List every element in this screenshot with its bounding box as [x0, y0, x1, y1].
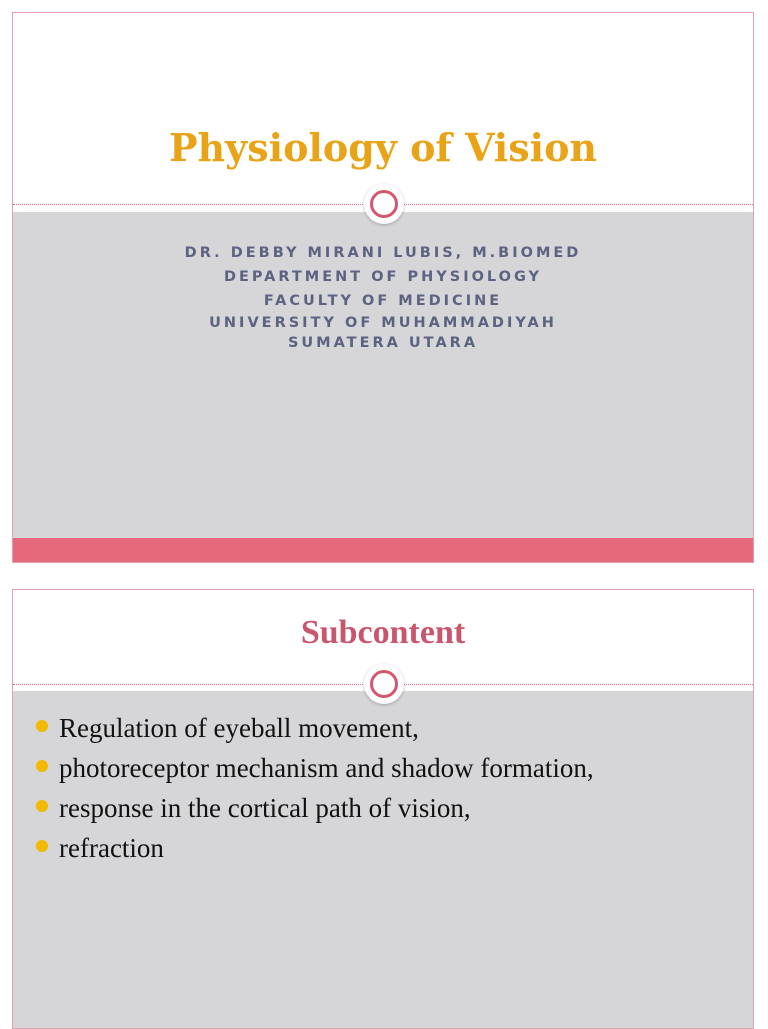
- title-slide: Physiology of Vision DR. DEBBY MIRANI LU…: [12, 12, 754, 563]
- department-name: DEPARTMENT OF PHYSIOLOGY: [223, 269, 543, 285]
- list-item: Regulation of eyeball movement,: [33, 708, 594, 748]
- bullet-text: Regulation of eyeball movement,: [59, 713, 419, 743]
- presentation-title: Physiology of Vision: [168, 125, 598, 170]
- list-item: response in the cortical path of vision,: [33, 788, 594, 828]
- bullet-text: refraction: [59, 833, 164, 863]
- title-slide-body-panel: [13, 212, 753, 538]
- title-slide-header-area: [13, 13, 753, 205]
- ring-ornament-icon: [364, 184, 404, 224]
- ring-ornament-icon: [364, 664, 404, 704]
- bullet-dot-icon: [36, 760, 48, 772]
- footer-accent-band: [13, 538, 753, 562]
- slide-title: Subcontent: [300, 614, 466, 651]
- faculty-name: FACULTY OF MEDICINE: [263, 293, 503, 309]
- university-name-line-1: UNIVERSITY OF MUHAMMADIYAH: [209, 315, 557, 331]
- bullet-dot-icon: [36, 720, 48, 732]
- author-name: DR. DEBBY MIRANI LUBIS, M.BIOMED: [184, 245, 582, 261]
- content-slide-body-panel: [13, 691, 753, 1028]
- content-slide: Subcontent Regulation of eyeball movemen…: [12, 589, 754, 1029]
- university-name-line-2: SUMATERA UTARA: [287, 335, 479, 351]
- bullet-dot-icon: [36, 800, 48, 812]
- author-affiliation-block: DR. DEBBY MIRANI LUBIS, M.BIOMED DEPARTM…: [13, 241, 753, 353]
- bullet-text: photoreceptor mechanism and shadow forma…: [59, 753, 594, 783]
- list-item: photoreceptor mechanism and shadow forma…: [33, 748, 594, 788]
- list-item: refraction: [33, 828, 594, 868]
- bullet-dot-icon: [36, 840, 48, 852]
- bullet-list: Regulation of eyeball movement, photorec…: [33, 708, 594, 868]
- bullet-text: response in the cortical path of vision,: [59, 793, 471, 823]
